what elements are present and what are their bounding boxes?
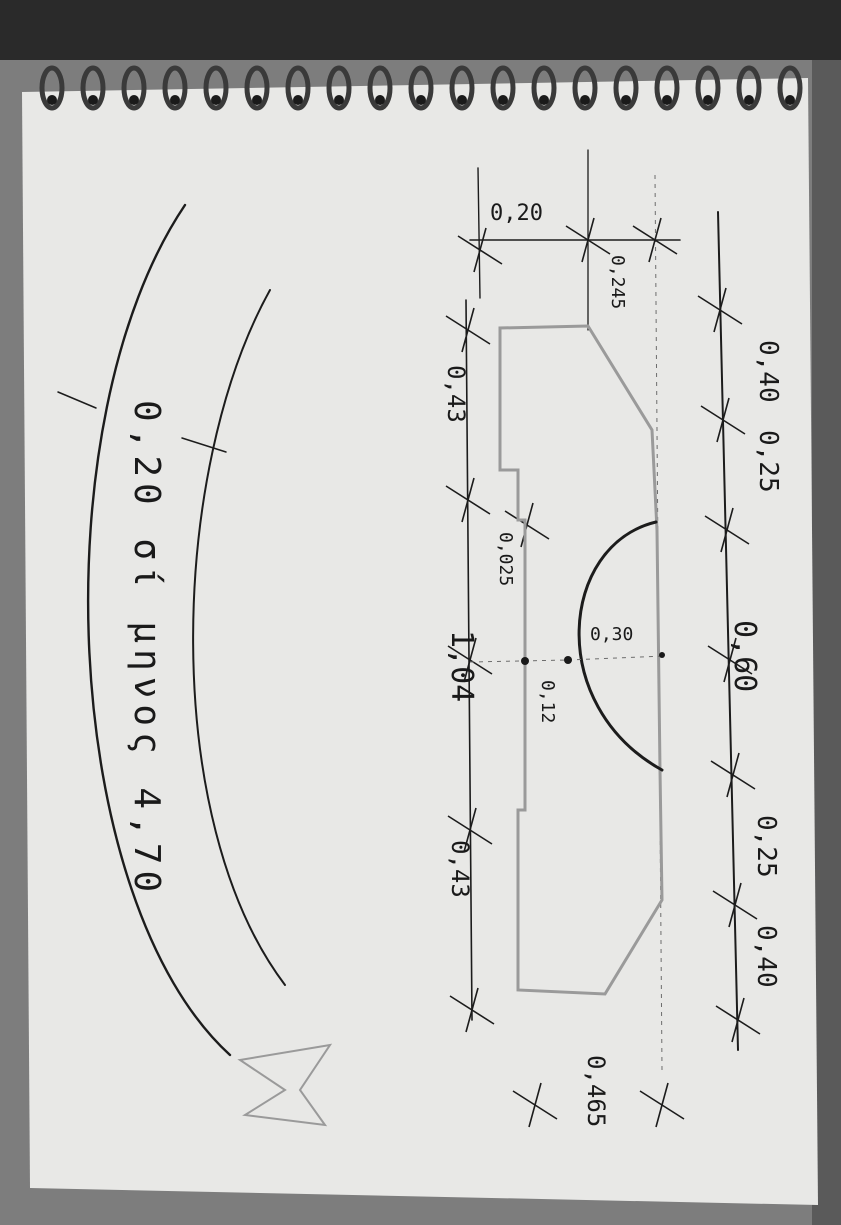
outer-arc bbox=[86, 203, 232, 1057]
tick-cross bbox=[449, 987, 495, 1033]
binding-hole bbox=[129, 95, 139, 105]
binding-hole bbox=[252, 95, 262, 105]
dark-top-edge bbox=[0, 0, 841, 60]
note-text: 0,20 σί μηνος 4,70 bbox=[126, 400, 167, 898]
label-step: 0,025 bbox=[495, 532, 516, 586]
edge-dot bbox=[659, 652, 665, 658]
spiral-ring bbox=[408, 65, 434, 111]
label-inner-center: 1,04 bbox=[444, 630, 479, 702]
spiral-ring bbox=[736, 65, 762, 111]
spiral-ring bbox=[203, 65, 229, 111]
label-top-depth: 0,245 bbox=[607, 255, 628, 309]
binding-hole bbox=[334, 95, 344, 105]
label-left-1: 0,25 bbox=[753, 430, 783, 493]
spiral-ring bbox=[777, 65, 803, 111]
binding-hole bbox=[211, 95, 221, 105]
chain-dot bbox=[521, 657, 529, 665]
tick-cross bbox=[445, 307, 491, 353]
tick-cross bbox=[445, 477, 491, 523]
binding-hole bbox=[375, 95, 385, 105]
binding-hole bbox=[580, 95, 590, 105]
profile-outline bbox=[498, 324, 664, 996]
binding-hole bbox=[785, 95, 795, 105]
arc-center-dot bbox=[564, 656, 572, 664]
tick-cross bbox=[710, 752, 756, 798]
spiral-ring bbox=[39, 65, 65, 111]
tick-cross bbox=[697, 287, 743, 333]
binding-hole bbox=[416, 95, 426, 105]
spiral-ring bbox=[654, 65, 680, 111]
spiral-ring bbox=[490, 65, 516, 111]
tick-cross bbox=[447, 637, 493, 683]
spiral-ring bbox=[449, 65, 475, 111]
spiral-binding bbox=[39, 65, 803, 111]
label-radius: 0,30 bbox=[590, 624, 633, 645]
binding-hole bbox=[621, 95, 631, 105]
binding-hole bbox=[539, 95, 549, 105]
spiral-ring bbox=[531, 65, 557, 111]
label-layer: 0,20 0,245 0,40 0,25 0,60 0,25 0,40 0,43… bbox=[126, 201, 783, 1127]
tick-cross bbox=[512, 1082, 558, 1128]
tick-marks bbox=[445, 217, 761, 1128]
spiral-ring bbox=[244, 65, 270, 111]
spiral-ring bbox=[367, 65, 393, 111]
label-right-0: 0,40 bbox=[751, 925, 781, 988]
notebook-edge-right bbox=[812, 60, 841, 1225]
binding-hole bbox=[170, 95, 180, 105]
label-right-1: 0,25 bbox=[751, 815, 781, 878]
binding-hole bbox=[293, 95, 303, 105]
binding-hole bbox=[703, 95, 713, 105]
binding-hole bbox=[744, 95, 754, 105]
dimension-lines bbox=[445, 149, 761, 1128]
tick-cross bbox=[632, 217, 678, 263]
label-inner-right: 0,43 bbox=[446, 840, 474, 898]
hourglass-sketch bbox=[237, 1043, 333, 1127]
binding-hole bbox=[47, 95, 57, 105]
spiral-ring bbox=[613, 65, 639, 111]
label-center-span: 0,60 bbox=[727, 620, 762, 692]
spiral-ring bbox=[572, 65, 598, 111]
tick-cross bbox=[565, 217, 611, 263]
tick-cross bbox=[704, 507, 750, 553]
binding-hole bbox=[498, 95, 508, 105]
spiral-ring bbox=[326, 65, 352, 111]
tick-cross bbox=[707, 637, 753, 683]
paper-page bbox=[22, 78, 818, 1205]
label-bottom-depth: 0,465 bbox=[582, 1055, 610, 1127]
semicircle-arc bbox=[577, 520, 664, 772]
tick-cross bbox=[457, 227, 503, 273]
tick-cross bbox=[639, 1082, 685, 1128]
tick-cross bbox=[504, 502, 550, 548]
spiral-ring bbox=[162, 65, 188, 111]
binding-hole bbox=[457, 95, 467, 105]
tick-cross bbox=[447, 807, 493, 853]
spiral-ring bbox=[695, 65, 721, 111]
label-arc-offset: 0,12 bbox=[537, 680, 558, 723]
label-inner-left: 0,43 bbox=[442, 365, 470, 423]
inner-arc bbox=[192, 289, 286, 986]
spiral-ring bbox=[121, 65, 147, 111]
binding-hole bbox=[88, 95, 98, 105]
tick-cross bbox=[712, 882, 758, 928]
tick-cross bbox=[715, 997, 761, 1043]
spiral-ring bbox=[285, 65, 311, 111]
label-top-offset: 0,20 bbox=[490, 201, 543, 226]
label-left-0: 0,40 bbox=[753, 340, 783, 403]
spiral-ring bbox=[80, 65, 106, 111]
tick-cross bbox=[700, 397, 746, 443]
binding-hole bbox=[662, 95, 672, 105]
